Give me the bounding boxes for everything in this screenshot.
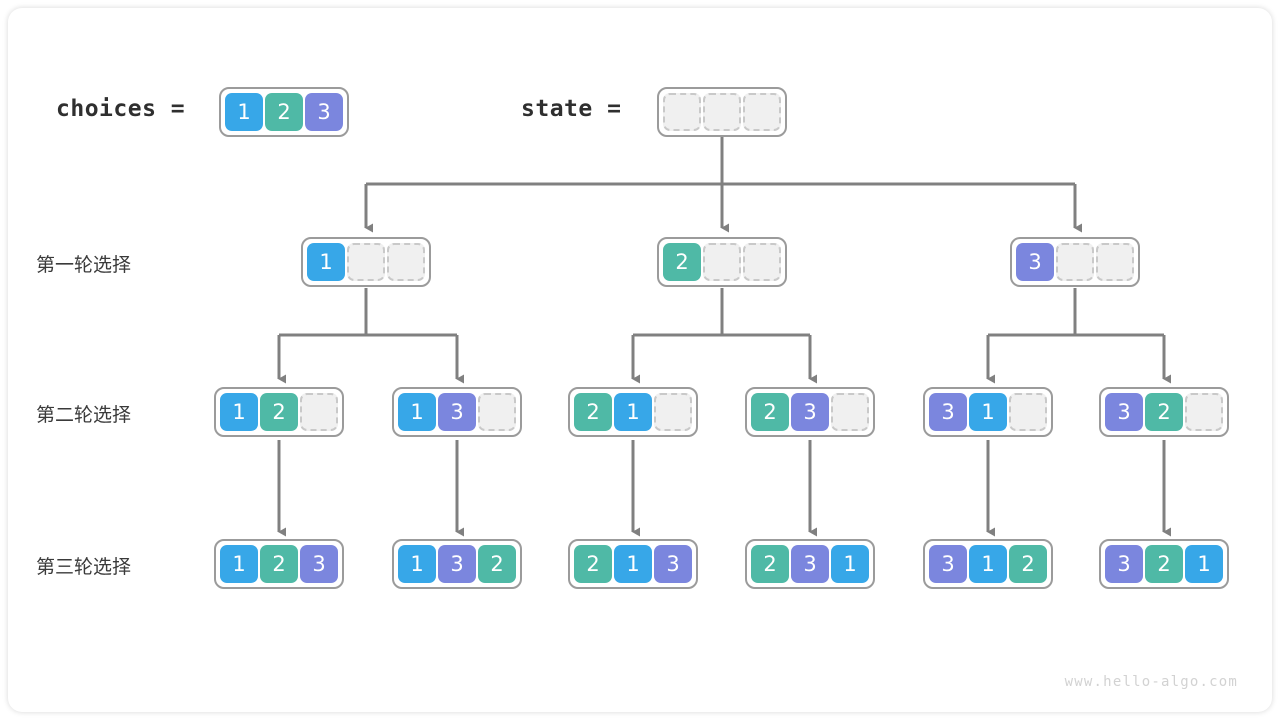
array-cell-value: 1 <box>831 545 869 583</box>
array-cell-value: 3 <box>929 545 967 583</box>
array-cell-value: 1 <box>398 393 436 431</box>
array-cell-empty <box>300 393 338 431</box>
level1-node-3: 3 <box>1010 237 1140 287</box>
array-cell-value: 2 <box>478 545 516 583</box>
array-cell-value: 1 <box>398 545 436 583</box>
array-cell-value: 3 <box>1105 393 1143 431</box>
array-cell-value: 1 <box>220 545 258 583</box>
array-cell-value: 1 <box>614 545 652 583</box>
array-cell-empty <box>743 243 781 281</box>
array-cell-value: 2 <box>574 545 612 583</box>
array-cell-value: 3 <box>929 393 967 431</box>
array-cell-empty <box>703 243 741 281</box>
array-cell-value: 2 <box>265 93 303 131</box>
array-cell-value: 3 <box>438 393 476 431</box>
array-cell-value: 1 <box>969 393 1007 431</box>
array-cell-value: 2 <box>663 243 701 281</box>
array-cell-value: 2 <box>260 393 298 431</box>
level1-node-1: 1 <box>301 237 431 287</box>
array-cell-empty <box>1009 393 1047 431</box>
array-cell-empty <box>743 93 781 131</box>
array-cell-value: 3 <box>305 93 343 131</box>
array-cell-value: 1 <box>969 545 1007 583</box>
diagram-card <box>8 8 1272 712</box>
array-cell-value: 2 <box>751 545 789 583</box>
row-label-round-1: 第一轮选择 <box>36 254 132 276</box>
array-cell-empty <box>347 243 385 281</box>
array-cell-empty <box>831 393 869 431</box>
array-cell-value: 2 <box>1145 393 1183 431</box>
array-cell-empty <box>1096 243 1134 281</box>
array-cell-value: 2 <box>1009 545 1047 583</box>
array-cell-empty <box>1185 393 1223 431</box>
array-cell-value: 1 <box>1185 545 1223 583</box>
array-cell-value: 3 <box>438 545 476 583</box>
array-cell-empty <box>1056 243 1094 281</box>
state-array <box>657 87 787 137</box>
array-cell-value: 1 <box>307 243 345 281</box>
array-cell-value: 3 <box>654 545 692 583</box>
row-label-round-2: 第二轮选择 <box>36 404 132 426</box>
array-cell-value: 3 <box>1105 545 1143 583</box>
array-cell-value: 3 <box>791 545 829 583</box>
array-cell-value: 1 <box>225 93 263 131</box>
array-cell-value: 2 <box>751 393 789 431</box>
array-cell-value: 2 <box>574 393 612 431</box>
watermark: www.hello-algo.com <box>1064 674 1238 690</box>
state-label: state = <box>521 96 622 122</box>
array-cell-value: 2 <box>260 545 298 583</box>
choices-label: choices = <box>56 96 186 122</box>
array-cell-value: 3 <box>1016 243 1054 281</box>
array-cell-empty <box>387 243 425 281</box>
array-cell-value: 1 <box>220 393 258 431</box>
array-cell-empty <box>654 393 692 431</box>
array-cell-empty <box>703 93 741 131</box>
level1-node-2: 2 <box>657 237 787 287</box>
array-cell-value: 3 <box>791 393 829 431</box>
row-label-round-3: 第三轮选择 <box>36 556 132 578</box>
array-cell-value: 2 <box>1145 545 1183 583</box>
array-cell-empty <box>478 393 516 431</box>
array-cell-value: 1 <box>614 393 652 431</box>
array-cell-empty <box>663 93 701 131</box>
array-cell-value: 3 <box>300 545 338 583</box>
